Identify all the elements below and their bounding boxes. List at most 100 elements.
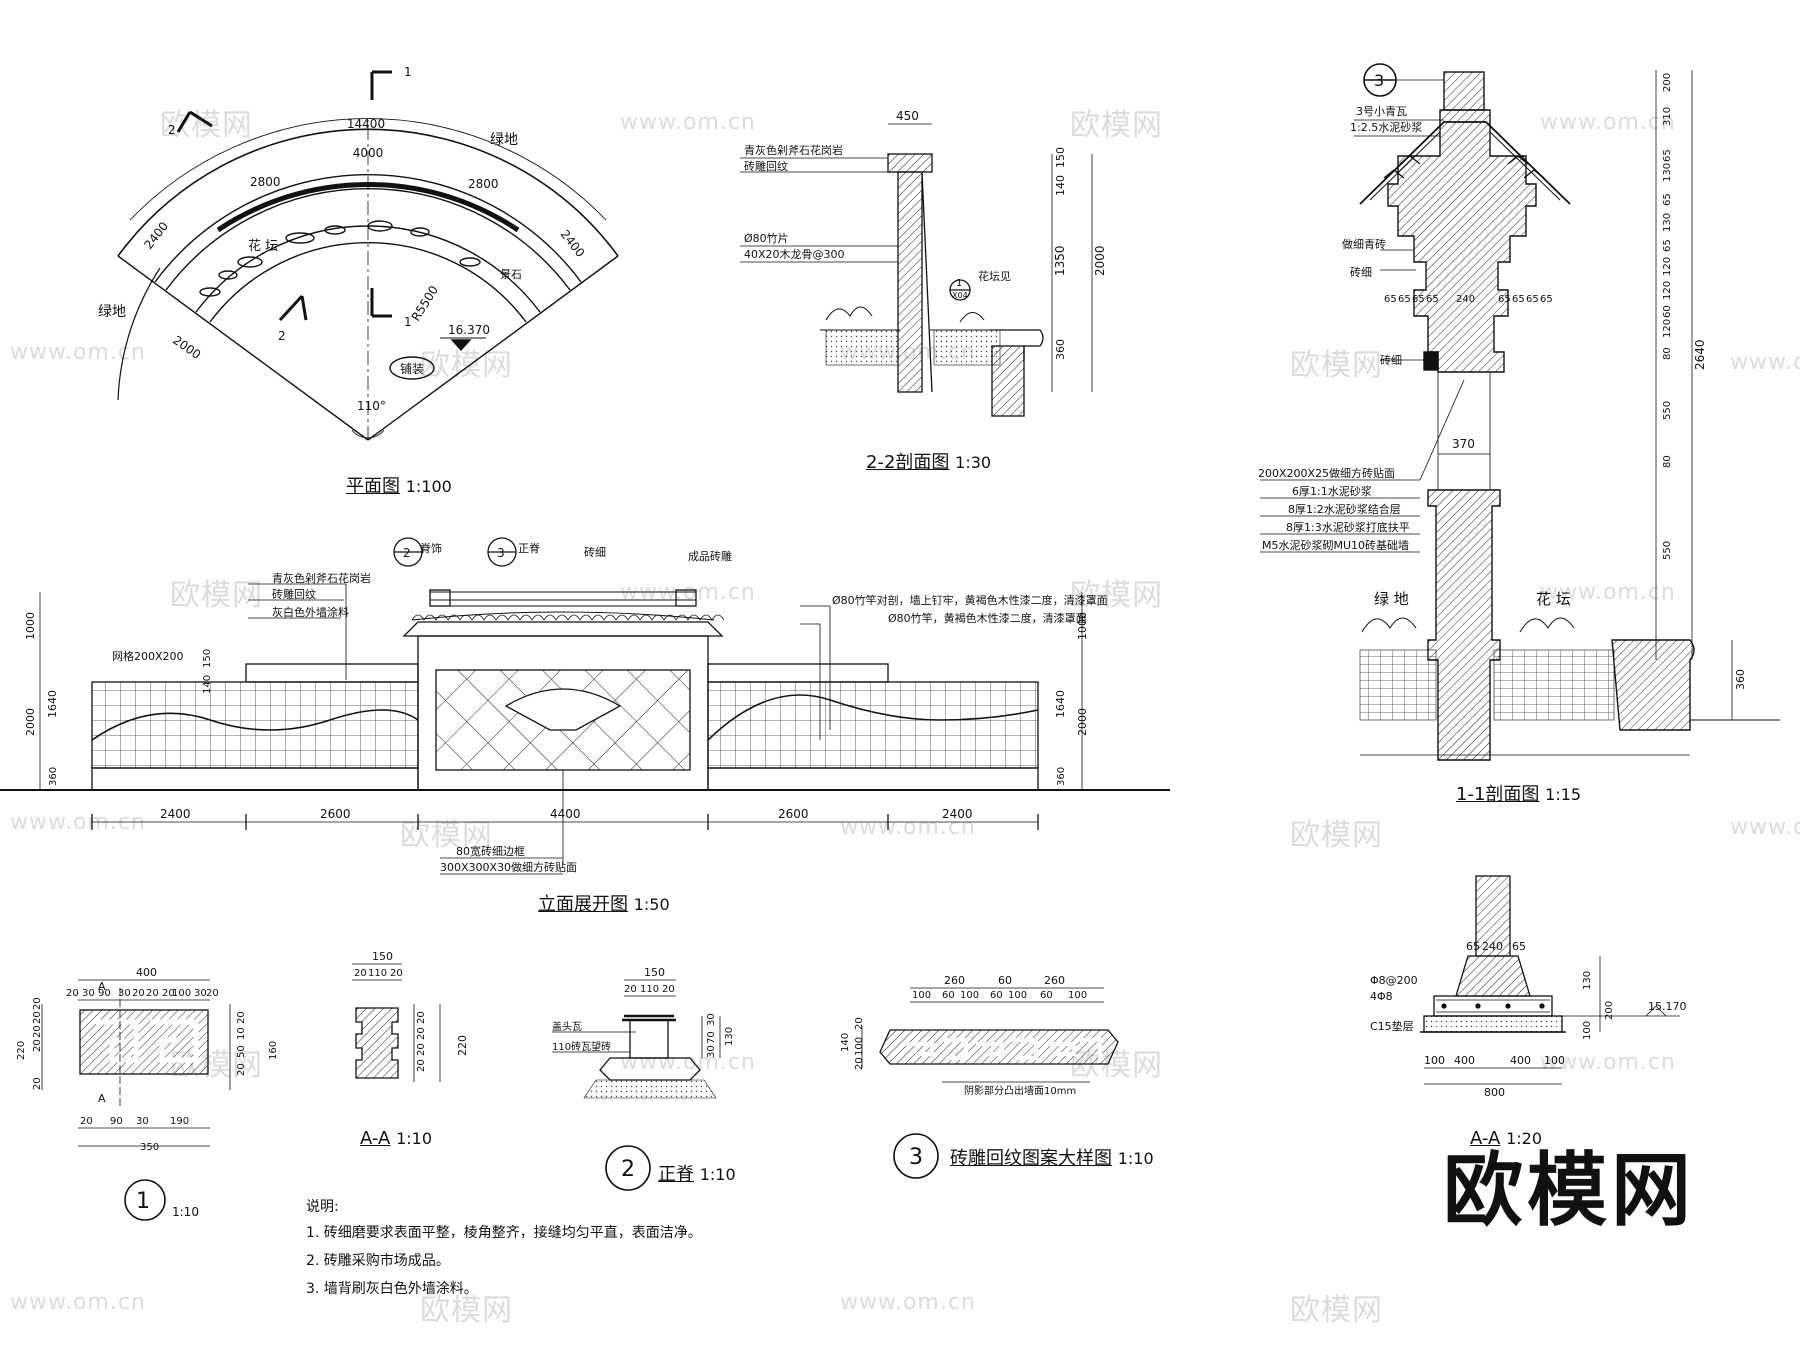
sec11-dim: 130 bbox=[1662, 213, 1673, 232]
aa2-side-0: 130 bbox=[1582, 971, 1593, 990]
sec11-green: 绿 地 bbox=[1374, 590, 1409, 608]
d1-right-dim: 160 bbox=[268, 1041, 279, 1060]
plan-dim-total: 14400 bbox=[347, 117, 385, 131]
sec22-dim-0: 150 bbox=[1054, 147, 1067, 168]
watermark-text: 欧模网 bbox=[1290, 348, 1383, 383]
d1-cut-a: A bbox=[98, 980, 106, 993]
sec22-label-2: Ø80竹片 bbox=[744, 231, 789, 245]
elev-left-label-2: 灰白色外墙涂料 bbox=[272, 605, 349, 619]
sec11-label-mid-1: 砖细 bbox=[1350, 265, 1372, 279]
elev-mesh: 网格200X200 bbox=[112, 649, 184, 663]
watermark-text: www.om.cn bbox=[1730, 815, 1800, 840]
elev-callout-2: 砖细 bbox=[584, 545, 606, 559]
watermark-text: www.om.cn bbox=[1730, 350, 1800, 375]
watermark-text: 欧模网 bbox=[160, 108, 253, 143]
plan-dim-low: 2000 bbox=[170, 333, 203, 362]
watermark-text: www.om.cn bbox=[620, 110, 756, 135]
watermark-text: 欧模网 bbox=[400, 818, 493, 853]
sec11-row-dim: 65 bbox=[1512, 294, 1525, 305]
elev-dim-bottom-1: 2600 bbox=[320, 807, 351, 821]
aa2-top-1: 240 bbox=[1482, 940, 1503, 953]
sec11-dim: 65 bbox=[1662, 239, 1673, 252]
plan-cut-2b: 2 bbox=[278, 329, 286, 343]
d3-row-dim: 60 bbox=[1040, 990, 1053, 1001]
d2-side-3: 130 bbox=[724, 1027, 735, 1046]
watermark-text: www.om.cn bbox=[10, 810, 146, 835]
aa2-top-2: 65 bbox=[1512, 940, 1526, 953]
aa1-side-2: 20 bbox=[416, 1043, 427, 1056]
elev-dim-bottom-0: 2400 bbox=[160, 807, 191, 821]
sec11-dim: 130 bbox=[1662, 163, 1673, 182]
d1-left-dim: 220 bbox=[16, 1041, 27, 1060]
watermark-text: 欧模网 bbox=[1070, 108, 1163, 143]
d1-top: 400 bbox=[136, 966, 157, 979]
sec11-dim: 65 bbox=[1662, 149, 1673, 162]
d3-side-0: 140 bbox=[840, 1033, 851, 1052]
d3-top-0: 260 bbox=[944, 974, 965, 987]
plan-paving: 铺装 bbox=[400, 362, 424, 376]
sec11-label-low-4: M5水泥砂浆砌MU10砖基础墙 bbox=[1262, 538, 1409, 552]
d1-row-dim: 20 bbox=[66, 988, 79, 999]
watermark-text: www.om.cn bbox=[1540, 580, 1676, 605]
d1-row-dim: 90 bbox=[98, 988, 111, 999]
plan-labels: 14400 4000 2800 2800 2400 2400 2000 R550… bbox=[98, 65, 587, 413]
d1-row-dim: 30 bbox=[82, 988, 95, 999]
section-2-2-labels: 450 150 140 1350 2000 360 青灰色剁斧石花岗岩 砖雕回纹… bbox=[744, 109, 1107, 360]
d1-left-dim: 20 bbox=[32, 1025, 43, 1038]
plan-dim-right: 2800 bbox=[468, 177, 499, 191]
sec11-dim: 550 bbox=[1662, 401, 1673, 420]
sec22-label-1: 砖雕回纹 bbox=[744, 159, 788, 173]
aa2-bot-0: 100 bbox=[1424, 1054, 1445, 1067]
sec11-row-dim: 240 bbox=[1456, 294, 1475, 305]
aa1-side-3: 20 bbox=[416, 1059, 427, 1072]
elev-bottom-label-1: 300X300X30做细方砖贴面 bbox=[440, 860, 577, 874]
d3-label: 阴影部分凸出墙面10mm bbox=[964, 1084, 1076, 1097]
d3-top-2: 260 bbox=[1044, 974, 1065, 987]
watermark-text: 欧模网 bbox=[420, 1293, 513, 1328]
aa-section-1 bbox=[352, 963, 441, 1082]
d2-row-1: 110 bbox=[640, 984, 659, 995]
plan-dim-side-right: 2400 bbox=[558, 227, 588, 260]
sec11-label-low-2: 8厚1:2水泥砂浆结合层 bbox=[1288, 502, 1401, 516]
aa-section-1-labels: 150 20 110 20 220 20 20 20 20 bbox=[354, 950, 469, 1072]
aa-section-2-labels: 65 240 65 Φ8@200 4Φ8 C15垫层 130 200 100 1… bbox=[1370, 940, 1687, 1099]
sec22-dim-4: 360 bbox=[1054, 339, 1067, 360]
aa2-side-1: 200 bbox=[1604, 1001, 1615, 1020]
d1-bot-dim: 90 bbox=[110, 1116, 123, 1127]
elev-dim-right-3: 360 bbox=[1056, 767, 1067, 786]
elev-dim-left-2: 140 bbox=[202, 675, 213, 694]
d3-side-2: 100 bbox=[854, 1037, 865, 1056]
aa2-title: A-A 1:20 bbox=[1470, 1128, 1543, 1149]
section-1-1-labels: 3 3号小青瓦 1:2.5水泥砂浆 做细青砖 砖细 砖细 200X200X25做… bbox=[1258, 71, 1747, 690]
section-2-2-title: 2-2剖面图 1:30 bbox=[866, 452, 992, 473]
sec11-row-dim: 65 bbox=[1412, 294, 1425, 305]
watermark-text: www.om.cn bbox=[10, 1290, 146, 1315]
d1-left-dim: 20 bbox=[32, 997, 43, 1010]
aa1-row-1: 110 bbox=[368, 968, 387, 979]
d2-label-1: 110砖瓦望砖 bbox=[552, 1040, 611, 1053]
elevation-view bbox=[0, 537, 1170, 875]
d2-row-2: 20 bbox=[662, 984, 675, 995]
sec11-dim: 120 bbox=[1662, 319, 1673, 338]
elev-dim-left-5: 360 bbox=[48, 767, 59, 786]
watermark-text: www.om.cn bbox=[1540, 110, 1676, 135]
d1-row-dim: 20 bbox=[162, 988, 175, 999]
aa1-side-1: 20 bbox=[416, 1027, 427, 1040]
d3-row-dim: 100 bbox=[1068, 990, 1087, 1001]
d1-bot-dim: 350 bbox=[140, 1142, 159, 1153]
sec11-label-top-0: 3号小青瓦 bbox=[1356, 105, 1407, 118]
plan-flower-bed: 花 坛 bbox=[248, 238, 278, 254]
d3-row-dim: 100 bbox=[912, 990, 931, 1001]
d1-left-dim: 20 bbox=[32, 1077, 43, 1090]
elev-callout-1: 正脊 bbox=[518, 541, 540, 555]
d1-row-dim: 20 bbox=[132, 988, 145, 999]
d1-row-dim: 100 bbox=[172, 988, 191, 999]
watermark-text: 欧模网 bbox=[1070, 578, 1163, 613]
elevation-labels: 脊饰 正脊 砖细 成品砖雕 2 3 青灰色剁斧石花岗岩 砖雕回纹 灰白色外墙涂料… bbox=[24, 541, 1108, 874]
sec11-dim: 60 bbox=[1662, 305, 1673, 318]
